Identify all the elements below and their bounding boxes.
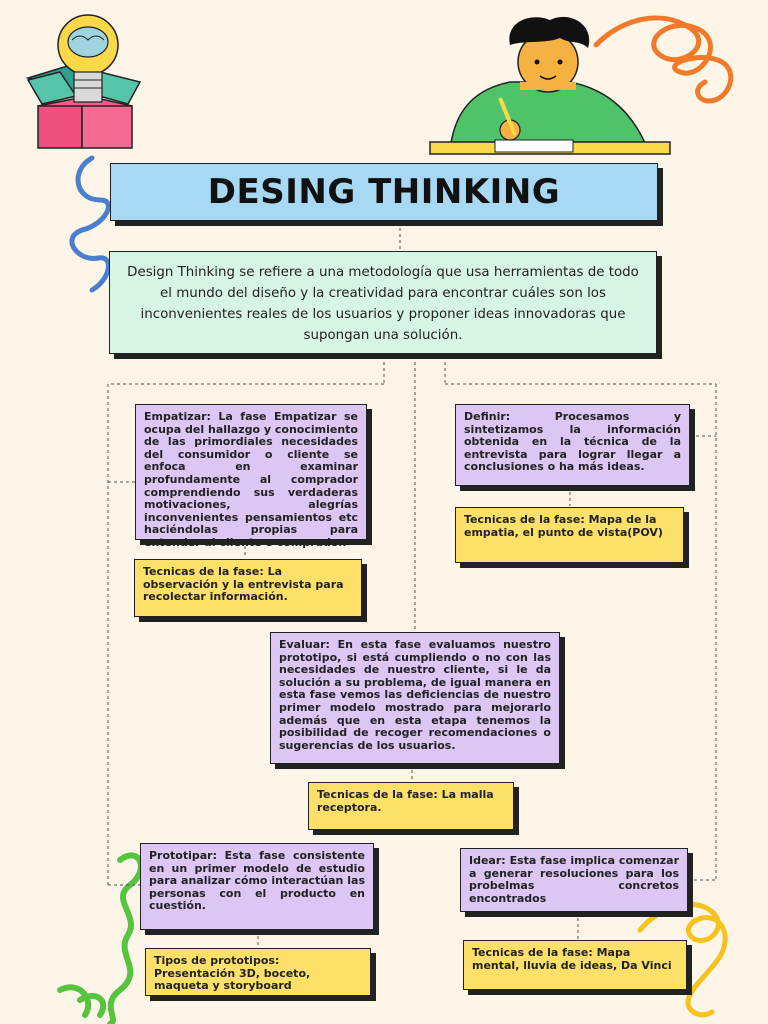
- intro-description: Design Thinking se refiere a una metodol…: [109, 251, 657, 354]
- page-title: DESING THINKING: [110, 163, 658, 221]
- phase-prototipar: Prototipar: Esta fase consistente en un …: [140, 843, 374, 930]
- techniques-idear: Tecnicas de la fase: Mapa mental, lluvia…: [463, 940, 687, 990]
- lightbulb-brain-box-icon: [25, 14, 142, 149]
- blue-squiggle: [69, 155, 111, 293]
- boy-writing-illustration: [429, 16, 671, 155]
- techniques-evaluar: Tecnicas de la fase: La malla receptora.: [308, 782, 514, 830]
- techniques-empatizar: Tecnicas de la fase: La observación y la…: [134, 559, 362, 617]
- orange-squiggle: [593, 15, 734, 104]
- techniques-prototipar: Tipos de prototipos: Presentación 3D, bo…: [145, 948, 371, 996]
- phase-definir: Definir: Procesamos y sintetizamos la in…: [455, 404, 690, 486]
- phase-idear: Idear: Esta fase implica comenzar a gene…: [460, 848, 688, 912]
- phase-evaluar: Evaluar: En esta fase evaluamos nuestro …: [270, 632, 560, 764]
- phase-empatizar: Empatizar: La fase Empatizar se ocupa de…: [135, 404, 367, 549]
- yellow-squiggle: [637, 901, 728, 1018]
- techniques-definir: Tecnicas de la fase: Mapa de la empatia,…: [455, 507, 684, 563]
- green-squiggle: [57, 852, 144, 1024]
